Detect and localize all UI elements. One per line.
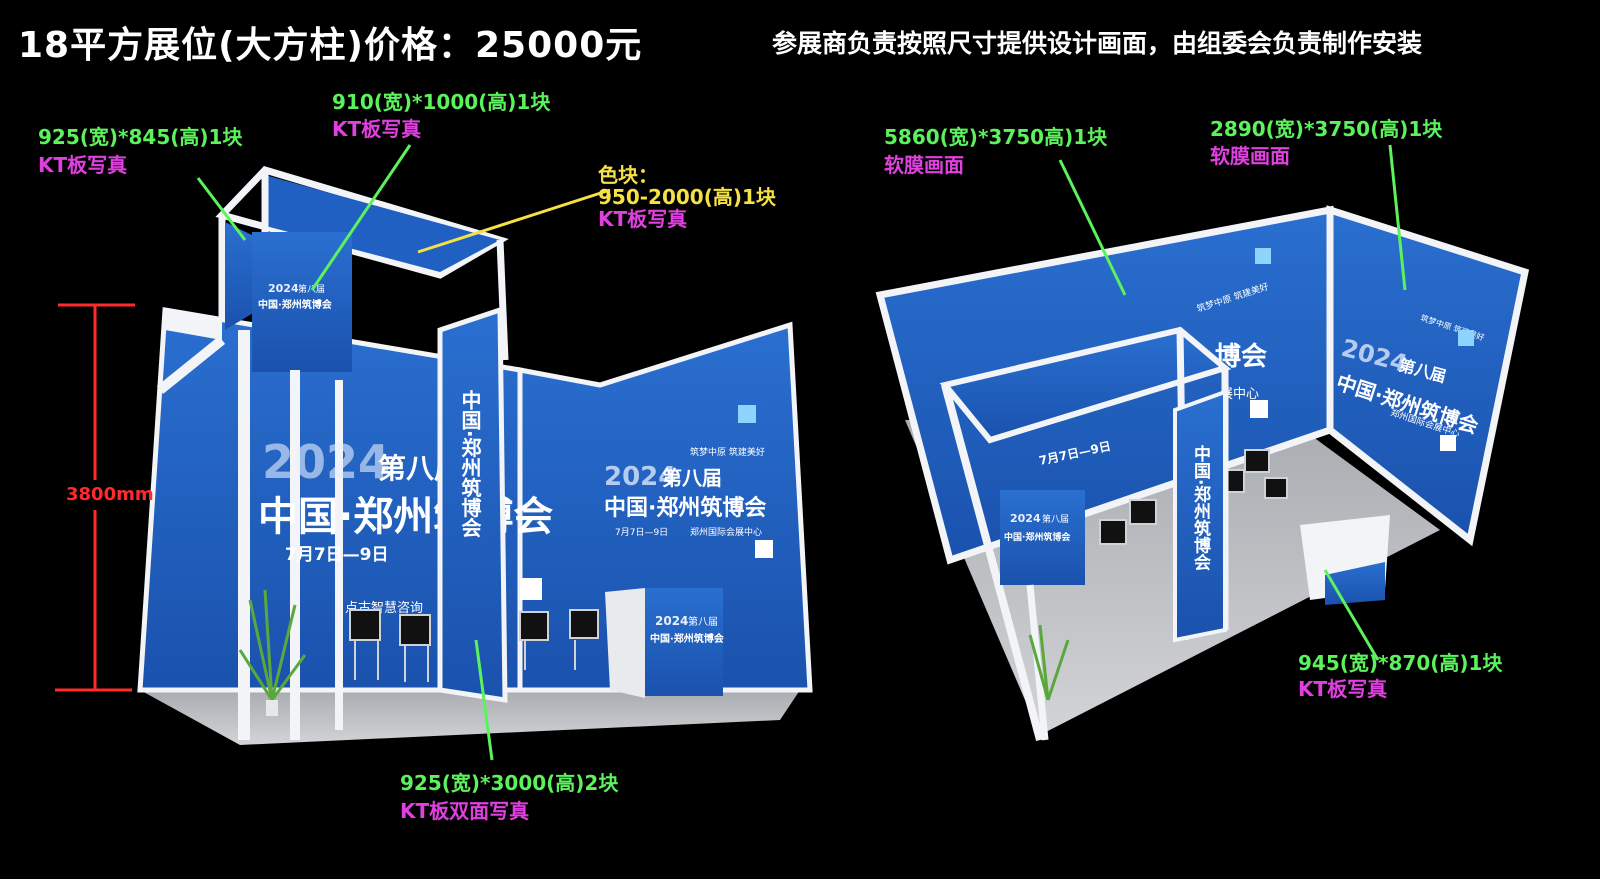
right-hanging-name: 中国·郑州筑博会 (1004, 531, 1071, 543)
left-booth-counter (605, 588, 645, 698)
left-hanging-year: 2024 (268, 282, 299, 295)
left-graphic-name: 中国·郑州筑博会 (258, 494, 553, 540)
left-right-wall-year: 2024 (604, 462, 676, 492)
left-hanging-name: 中国·郑州筑博会 (258, 298, 332, 311)
right-booth-hanging-panel (1000, 490, 1085, 585)
left-counter-name: 中国·郑州筑博会 (650, 632, 724, 645)
label-back-wall-material: 软膜画面 (884, 153, 964, 177)
label-counter-size: 945(宽)*870(高)1块 (1298, 651, 1503, 675)
right-back-logo (1255, 248, 1271, 264)
left-booth-plant (238, 589, 307, 716)
right-column-text: 中国·郑州筑博会 (1190, 444, 1212, 571)
label-column-material: KT板双面写真 (400, 799, 530, 823)
page-header: 18平方展位(大方柱)价格：25000元 参展商负责按照尺寸提供设计画面，由组委… (0, 0, 1600, 82)
label-top-left-material: KT板写真 (38, 153, 128, 177)
right-booth-column (1173, 389, 1227, 643)
label-side-wall-size: 2890(宽)*3750(高)1块 (1210, 117, 1443, 141)
left-counter-year: 2024 (655, 614, 688, 628)
label-top-center-size: 910(宽)*1000(高)1块 (332, 90, 551, 114)
label-counter-material: KT板写真 (1298, 677, 1388, 701)
right-booth-plant (1028, 624, 1070, 701)
height-dimension (55, 303, 135, 692)
right-side-logo (1458, 330, 1474, 346)
left-booth: 2024 第八届 中国·郑州筑博会 7月7日—9日 点古智慧咨询 2024 第八… (137, 166, 813, 745)
left-booth-counter-panel (645, 588, 723, 696)
left-booth-color-block (262, 175, 500, 272)
left-graphic-year: 2024 (262, 435, 390, 489)
right-booth-side-wall (1326, 205, 1530, 547)
left-booth-column (437, 306, 508, 703)
label-column-size: 925(宽)*3000(高)2块 (400, 771, 619, 795)
label-top-center-material: KT板写真 (332, 117, 422, 141)
right-hanging-year: 2024 (1010, 512, 1041, 525)
left-column-text: 中国·郑州筑博会 (458, 389, 482, 539)
right-leader-lines (1058, 144, 1407, 661)
right-side-qr (1440, 435, 1456, 451)
left-right-wall-edition: 第八届 (662, 466, 722, 490)
label-top-left-size: 925(宽)*845(高)1块 (38, 125, 243, 149)
left-booth-furniture (349, 609, 599, 682)
left-right-wall-slogan: 筑梦中原 筑建美好 (690, 446, 765, 458)
right-back-fragment2: 展中心 (1220, 387, 1259, 402)
right-back-qr (1250, 400, 1268, 418)
height-dimension-label: 3800mm (66, 484, 154, 505)
label-color-block-title: 色块： (598, 163, 658, 187)
right-booth: 2024 第八届 中国·郑州筑博会 郑州国际会展中心 筑梦中原 筑建美好 博会 … (875, 205, 1530, 742)
right-hanging-edition: 第八届 (1042, 513, 1069, 525)
left-right-wall-qr (755, 540, 773, 558)
left-counter-edition: 第八届 (688, 615, 718, 628)
left-graphic-date: 7月7日—9日 (285, 545, 389, 565)
left-right-wall-name: 中国·郑州筑博会 (604, 495, 766, 521)
label-back-wall-size: 5860(宽)*3750高)1块 (884, 125, 1108, 149)
label-color-block-material: KT板写真 (598, 207, 688, 231)
left-leader-lines (196, 144, 611, 761)
left-booth-floor (140, 690, 800, 745)
responsibility-note: 参展商负责按照尺寸提供设计画面，由组委会负责制作安装 (772, 29, 1423, 58)
price-title: 18平方展位(大方柱)价格：25000元 (18, 25, 643, 66)
left-booth-header-panel-left (225, 222, 258, 330)
left-right-wall-date: 7月7日—9日 (615, 527, 668, 538)
left-qr-code (520, 578, 542, 600)
label-color-block-size: 950-2000(高)1块 (598, 185, 776, 209)
label-side-wall-material: 软膜画面 (1210, 144, 1290, 168)
left-right-wall-logo (738, 405, 756, 423)
left-right-wall-venue: 郑州国际会展中心 (690, 526, 762, 538)
